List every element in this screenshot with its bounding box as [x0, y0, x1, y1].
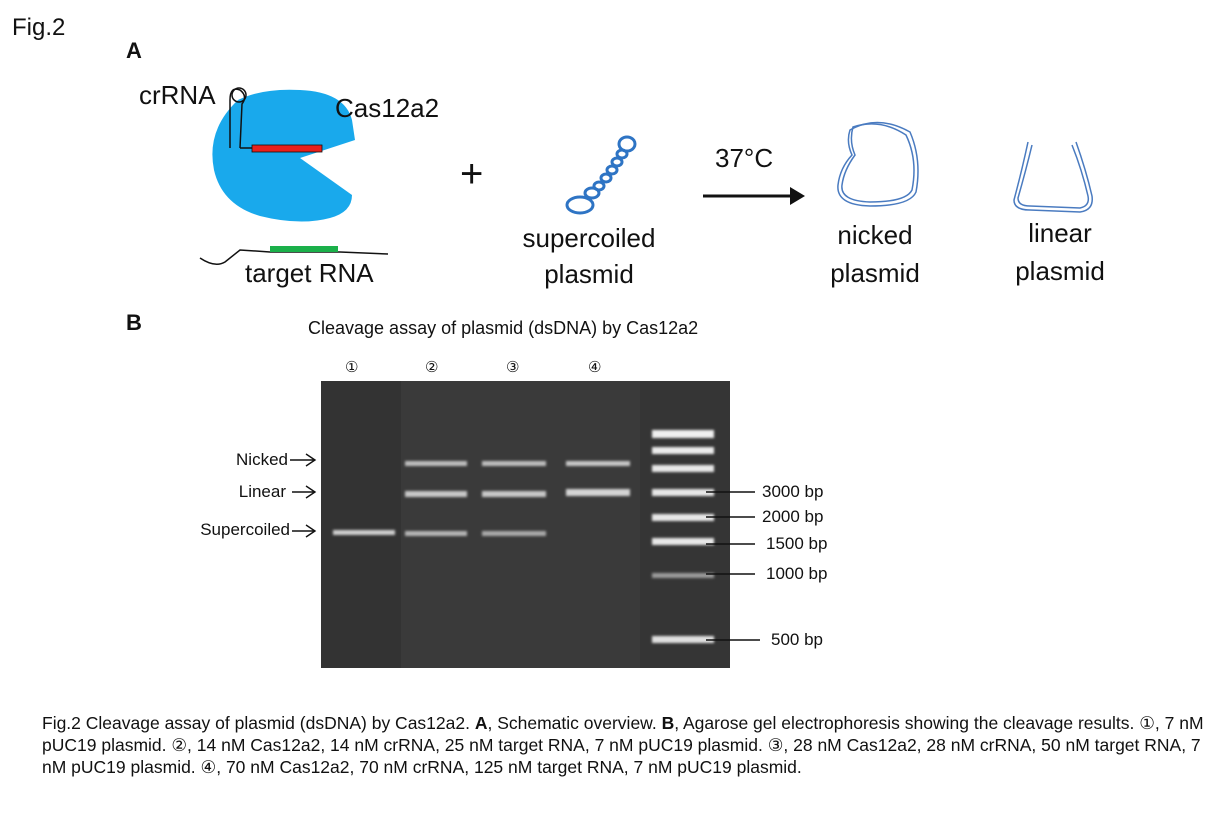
band-lane3-nicked [482, 461, 546, 466]
band-lane2-nicked [405, 461, 467, 466]
caption-a-text: , Schematic overview. [487, 713, 662, 733]
supercoiled-label: Supercoiled [200, 520, 290, 539]
ladder-band-top1 [652, 430, 714, 438]
nicked-plasmid-label: nicked plasmid [815, 216, 935, 292]
ladder-band-2000 [652, 514, 714, 521]
gel-lane1-bg [321, 381, 401, 668]
nicked-arrow [290, 453, 317, 467]
nicked-plasmid-icon [837, 121, 919, 207]
target-rna-strand [199, 249, 389, 265]
target-rna-label: target RNA [245, 258, 374, 288]
caption-b-label: B [661, 713, 675, 733]
ladder-label-500: 500 bp [771, 630, 823, 649]
linear-label-line1: linear [1028, 218, 1092, 248]
crRNA-spacer [251, 144, 323, 153]
band-lane2-supercoiled [405, 531, 467, 536]
caption-prefix: Fig.2 Cleavage assay of plasmid (dsDNA) … [42, 713, 475, 733]
figure-label: Fig.2 [12, 14, 66, 41]
linear-arrow [292, 485, 317, 499]
caption-b-text: , Agarose gel electrophoresis showing th… [42, 713, 1204, 777]
nicked-label-line2: plasmid [830, 258, 920, 288]
lane-number-2: ② [425, 359, 439, 376]
temperature-label: 37°C [715, 143, 774, 173]
linear-label-line2: plasmid [1015, 256, 1105, 286]
linear-label: Linear [238, 482, 286, 501]
ladder-label-1500: 1500 bp [766, 534, 828, 553]
band-lane4-nicked [566, 461, 630, 466]
target-rna-green [270, 246, 338, 252]
plus-sign: + [460, 152, 484, 196]
ladder-label-3000: 3000 bp [762, 482, 824, 501]
panel-b-label: B [126, 310, 142, 335]
band-lane4-linear [566, 489, 630, 496]
supercoiled-plasmid-label: supercoiled plasmid [500, 220, 678, 292]
ladder-band-top2 [652, 447, 714, 454]
cas12a2-protein-shape [212, 89, 355, 222]
crRNA-label: crRNA [139, 80, 216, 110]
nicked-label-line1: nicked [837, 220, 913, 250]
supercoiled-label-line2: plasmid [544, 259, 634, 289]
supercoiled-arrow [292, 524, 317, 538]
ladder-band-1500 [652, 538, 714, 545]
linear-plasmid-icon [1013, 141, 1093, 213]
nicked-label: Nicked [236, 450, 288, 469]
band-lane1-supercoiled [333, 530, 395, 535]
band-lane2-linear [405, 491, 467, 497]
supercoiled-plasmid-icon [565, 135, 637, 215]
cas12a2-label: Cas12a2 [335, 93, 440, 123]
ladder-band-3000 [652, 489, 714, 496]
ladder-band-1000 [652, 573, 714, 578]
crRNA-loop [231, 87, 247, 103]
panel-a-label: A [126, 38, 142, 63]
gel-ladder-bg [640, 381, 730, 668]
ladder-band-top3 [652, 465, 714, 472]
gel-title: Cleavage assay of plasmid (dsDNA) by Cas… [308, 318, 699, 338]
ladder-label-2000: 2000 bp [762, 507, 824, 526]
lane-number-3: ③ [506, 359, 520, 376]
figure-caption: Fig.2 Cleavage assay of plasmid (dsDNA) … [42, 712, 1222, 778]
linear-plasmid-label: linear plasmid [1000, 214, 1120, 290]
reaction-arrow-head [790, 187, 805, 205]
ladder-label-1000: 1000 bp [766, 564, 828, 583]
lane-number-4: ④ [588, 359, 602, 376]
supercoiled-label-line1: supercoiled [522, 223, 656, 253]
band-lane3-supercoiled [482, 531, 546, 536]
caption-a-label: A [474, 713, 488, 733]
band-lane3-linear [482, 491, 546, 497]
ladder-band-500 [652, 636, 714, 643]
lane-number-1: ① [345, 359, 359, 376]
